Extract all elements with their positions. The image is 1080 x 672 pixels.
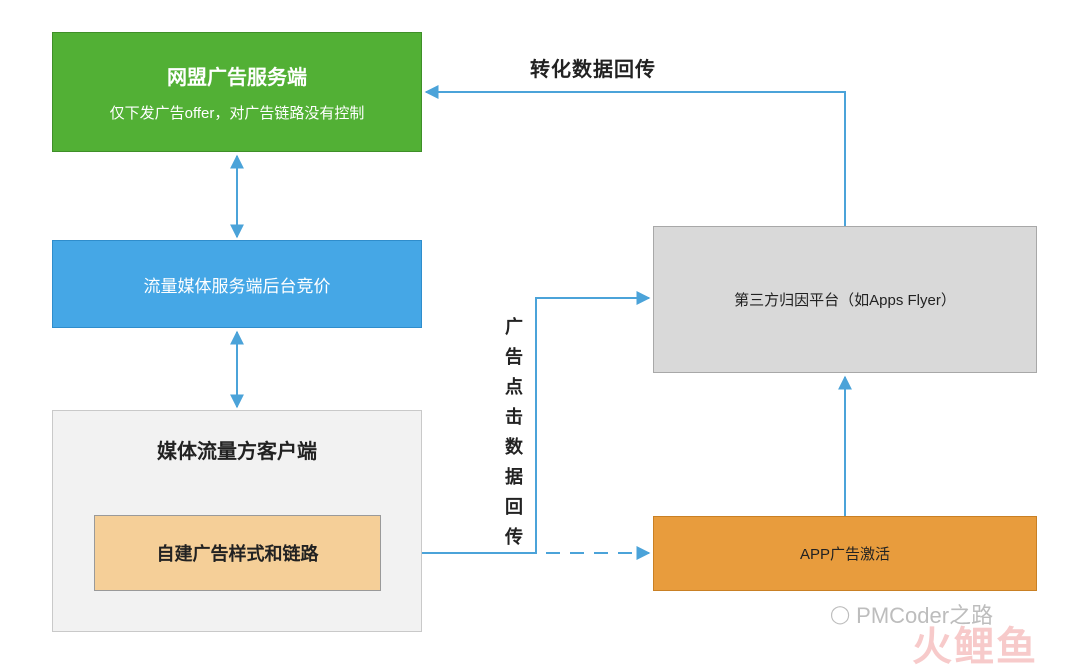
watermark: ◯ PMCoder之路 [830, 598, 993, 630]
custom-ad-style-box: 自建广告样式和链路 [94, 515, 381, 591]
conversion-postback-label: 转化数据回传 [530, 59, 656, 81]
ad-network-server-box: 网盟广告服务端 仅下发广告offer，对广告链路没有控制 [52, 32, 422, 152]
ad-network-server-subtitle: 仅下发广告offer，对广告链路没有控制 [109, 105, 365, 122]
click-postback-label: 广告点击数据回传 [505, 317, 523, 547]
media-bidding-label: 流量媒体服务端后台竞价 [143, 276, 331, 296]
click-postback-arrow [381, 291, 651, 554]
app-activation-label: APP广告激活 [799, 546, 890, 563]
third-party-attribution-box: 第三方归因平台（如Apps Flyer） [653, 226, 1037, 373]
watermark-text: PMCoder之路 [856, 603, 994, 628]
conversion-postback-arrow [424, 85, 846, 226]
third-party-attribution-label: 第三方归因平台（如Apps Flyer） [734, 292, 956, 309]
media-bidding-box: 流量媒体服务端后台竞价 [52, 240, 422, 328]
custom-ad-style-label: 自建广告样式和链路 [156, 544, 319, 564]
media-client-title: 媒体流量方客户端 [157, 441, 317, 463]
wechat-icon: ◯ [830, 603, 851, 624]
ad-network-server-title: 网盟广告服务端 [167, 67, 307, 89]
app-activation-box: APP广告激活 [653, 516, 1037, 591]
watermark-logo: 火鲤鱼 [912, 625, 1038, 669]
